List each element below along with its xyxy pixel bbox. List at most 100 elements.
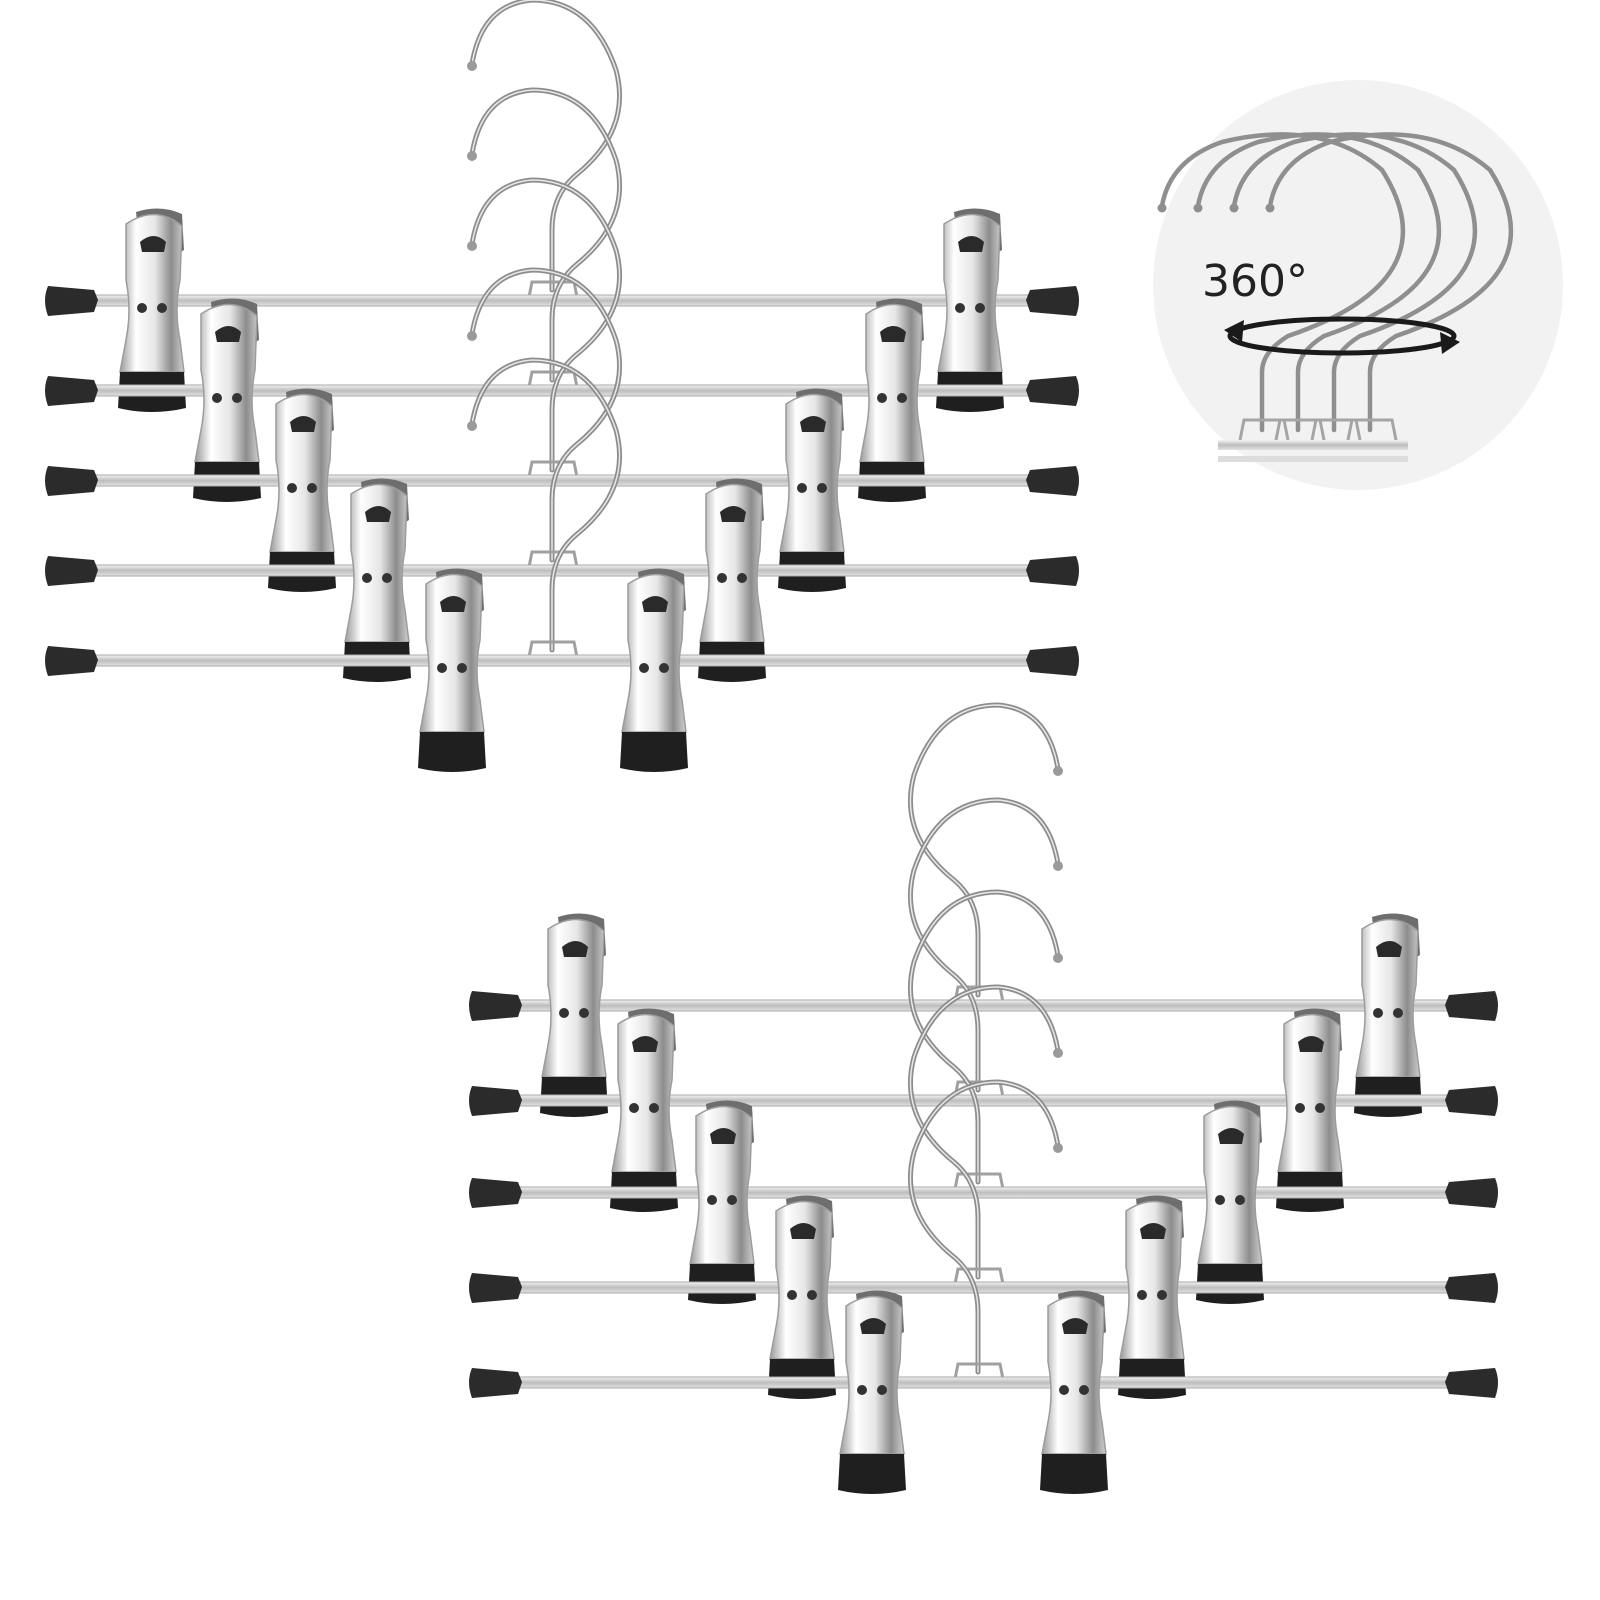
hanger-bar xyxy=(95,474,1029,487)
hanger xyxy=(45,0,1079,412)
end-cap-left xyxy=(45,556,98,586)
end-cap-left xyxy=(469,1086,522,1116)
clip-body xyxy=(419,573,485,733)
callout-bracket xyxy=(1238,418,1290,441)
clip xyxy=(193,298,261,502)
clip-spring-dot xyxy=(365,506,391,522)
hanger-hook-highlight xyxy=(909,1081,1059,1373)
clip-rivet xyxy=(137,303,147,313)
end-cap-left xyxy=(469,1368,522,1398)
callout-hook xyxy=(1267,132,1514,433)
clip-body xyxy=(541,918,607,1078)
clip-spring-dot xyxy=(562,941,588,957)
clip-spring-dot xyxy=(1140,1223,1166,1239)
hanger-hook xyxy=(908,1079,1061,1375)
clip xyxy=(1040,1290,1108,1494)
clip xyxy=(936,208,1004,412)
hanger-hook xyxy=(469,357,622,653)
end-cap-right xyxy=(1445,991,1498,1021)
clip-body xyxy=(1119,1200,1185,1360)
clip-body xyxy=(269,393,335,553)
clip-rivet xyxy=(1137,1290,1147,1300)
clip-rivet xyxy=(1059,1385,1069,1395)
clip xyxy=(778,388,846,592)
clip-rivet xyxy=(1235,1195,1245,1205)
hanger-bar xyxy=(519,1186,1448,1199)
clip xyxy=(118,208,186,412)
end-cap-right xyxy=(1026,646,1079,676)
clip-spring-dot xyxy=(958,236,984,252)
hanger-hook-highlight xyxy=(909,799,1059,1091)
hanger-hook-highlight xyxy=(909,986,1059,1278)
hanger xyxy=(469,1079,1498,1494)
hanger-bracket xyxy=(526,640,580,663)
end-cap-right xyxy=(1026,376,1079,406)
hanger-hook-highlight xyxy=(471,269,621,561)
callout-bracket xyxy=(1346,418,1398,441)
hook-tip xyxy=(467,421,477,431)
clip-rivet xyxy=(629,1103,639,1113)
clip-rivet xyxy=(559,1008,569,1018)
hook-tip xyxy=(1053,766,1063,776)
clip xyxy=(1196,1100,1264,1304)
end-cap-right xyxy=(1445,1368,1498,1398)
clip-spring-dot xyxy=(720,506,746,522)
clip-rivet xyxy=(817,483,827,493)
hanger-bar xyxy=(95,564,1029,577)
callout-hook xyxy=(1195,132,1442,433)
hook-tip xyxy=(467,331,477,341)
clip xyxy=(1354,913,1422,1117)
rotate-arrow-icon xyxy=(1224,316,1460,356)
clip-rivet xyxy=(1157,1290,1167,1300)
hanger-bracket xyxy=(526,460,580,483)
clip-spring-dot xyxy=(215,326,241,342)
clip-rivet xyxy=(659,663,669,673)
clip-body xyxy=(1197,1105,1263,1265)
callout-bar xyxy=(1218,440,1408,450)
clip-spring-dot xyxy=(140,236,166,252)
clip-rivet xyxy=(717,573,727,583)
clip-rubber-pad xyxy=(418,732,486,772)
clip-rivet xyxy=(727,1195,737,1205)
hook-tip xyxy=(1053,861,1063,871)
clip-rivet xyxy=(437,663,447,673)
hanger-bracket xyxy=(526,280,580,303)
clip xyxy=(768,1195,836,1399)
clip-spring-dot xyxy=(800,416,826,432)
lower-hanger-stack xyxy=(469,702,1498,1494)
clip-rivet xyxy=(362,573,372,583)
end-cap-left xyxy=(469,1178,522,1208)
clip-rivet xyxy=(707,1195,717,1205)
clip-spring-dot xyxy=(632,1036,658,1052)
hanger-hook-highlight xyxy=(471,359,621,651)
clip-spring-dot xyxy=(1298,1036,1324,1052)
clip-rivet xyxy=(212,393,222,403)
clip-rivet xyxy=(382,573,392,583)
hanger-bracket xyxy=(952,1267,1006,1290)
clip xyxy=(858,298,926,502)
hanger xyxy=(45,87,1079,502)
hanger-hook-highlight xyxy=(909,704,1059,996)
clip xyxy=(1118,1195,1186,1399)
clip-rivet xyxy=(955,303,965,313)
hanger xyxy=(469,984,1498,1399)
end-cap-right xyxy=(1026,286,1079,316)
clip-rubber-pad xyxy=(620,732,688,772)
hanger-bar xyxy=(519,1376,1448,1389)
hanger-bracket xyxy=(526,550,580,573)
hanger-bar xyxy=(95,654,1029,667)
clip-body xyxy=(611,1013,677,1173)
clip-spring-dot xyxy=(790,1223,816,1239)
clip xyxy=(698,478,766,682)
clip-rivet xyxy=(1295,1103,1305,1113)
hanger xyxy=(45,177,1079,592)
clip-rubber-pad xyxy=(838,1454,906,1494)
hanger-bracket xyxy=(526,370,580,393)
callout-bar xyxy=(1218,456,1408,462)
clip-rivet xyxy=(787,1290,797,1300)
clip xyxy=(268,388,336,592)
hanger xyxy=(45,267,1079,682)
callout-hook-tip xyxy=(1157,203,1167,213)
